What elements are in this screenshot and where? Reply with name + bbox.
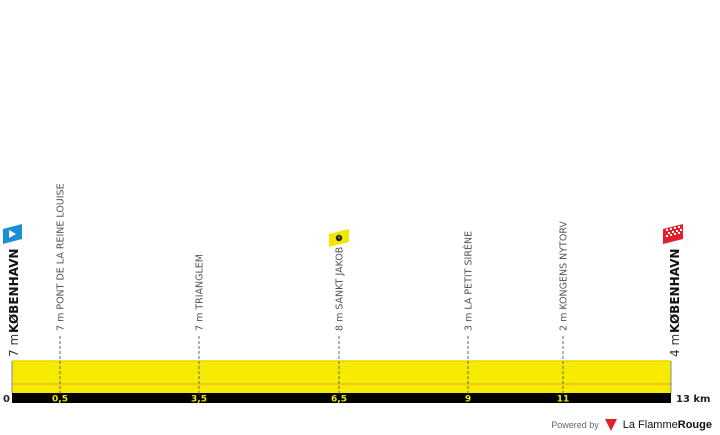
km-tick-label: 6,5 bbox=[331, 395, 347, 405]
waypoint-label: 7 m TRIANGLEM bbox=[195, 254, 206, 331]
powered-by-text: Powered by bbox=[551, 420, 599, 430]
waypoint-label: 2 m KONGENS NYTORV bbox=[559, 221, 570, 331]
profile-area bbox=[12, 361, 671, 393]
km-tick-label: 11 bbox=[557, 395, 570, 405]
km-tick-label: 3,5 bbox=[191, 395, 207, 405]
waypoint-label: 3 m LA PETIT SIRÈNE bbox=[463, 231, 475, 331]
distance-bar bbox=[12, 393, 671, 403]
finish-city: KØBENHAVN bbox=[668, 249, 682, 333]
km-tick-label: 0,5 bbox=[52, 395, 68, 405]
brand-name: La FlammeRouge bbox=[622, 419, 712, 431]
end-distance-label: 13 km bbox=[676, 394, 710, 405]
start-flag-icon bbox=[3, 224, 22, 244]
start-city: KØBENHAVN bbox=[7, 249, 21, 333]
start-elevation: 7 m bbox=[7, 334, 21, 357]
finish-elevation: 4 m bbox=[668, 334, 682, 357]
km-tick-label: 9 bbox=[465, 395, 471, 405]
powered-by-footer: Powered by La FlammeRouge bbox=[551, 418, 712, 432]
y-axis-zero: 0 bbox=[3, 394, 10, 405]
finish-checkered-flag-icon bbox=[663, 224, 683, 244]
la-flamme-rouge-logo-icon bbox=[604, 419, 617, 431]
waypoint-label: 8 m SANKT JAKOB bbox=[335, 247, 346, 331]
intermediate-timing-icon bbox=[329, 229, 349, 247]
waypoint-label: 7 m PONT DE LA REINE LOUISE bbox=[56, 183, 67, 331]
